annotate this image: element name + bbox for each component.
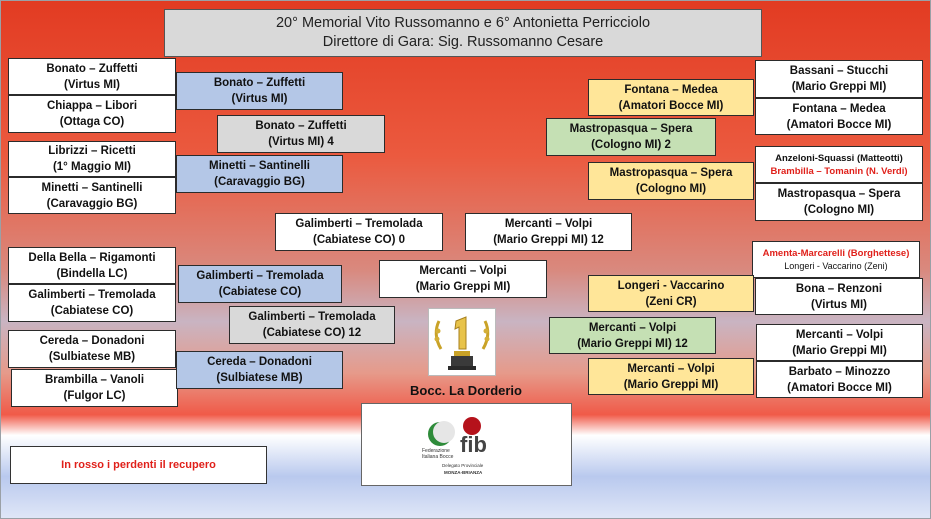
match-box-l8: Brambilla – Vanoli(Fulgor LC) <box>11 369 178 407</box>
match-box-lg2: Galimberti – Tremolada(Cabiatese CO) 12 <box>229 306 395 344</box>
match-box-r1: Bassani – Stucchi(Mario Greppi MI) <box>755 60 923 98</box>
match-box-l3: Librizzi – Ricetti(1° Maggio MI) <box>8 141 176 177</box>
match-box-ry4: Mercanti – Volpi(Mario Greppi MI) <box>588 358 754 395</box>
match-box-l4: Minetti – Santinelli(Caravaggio BG) <box>8 177 176 214</box>
match-box-lb4: Cereda – Donadoni(Sulbiatese MB) <box>176 351 343 389</box>
match-box-lb2: Minetti – Santinelli(Caravaggio BG) <box>176 155 343 193</box>
match-box-r8: Barbato – Minozzo(Amatori Bocce MI) <box>756 361 923 398</box>
match-box-l5: Della Bella – Rigamonti(Bindella LC) <box>8 247 176 284</box>
fib-org-line-2: Italiana Bocce <box>422 454 454 460</box>
title-line-1: 20° Memorial Vito Russomanno e 6° Antoni… <box>275 15 651 31</box>
match-box-r2: Fontana – Medea(Amatori Bocce MI) <box>755 98 923 135</box>
match-box-final-right: Mercanti – Volpi(Mario Greppi MI) 12 <box>465 213 632 251</box>
fib-sub-line-1: Delegato Provinciale <box>442 463 484 468</box>
fib-org-line-1: Federazione <box>422 448 450 454</box>
fib-brand-text: fib <box>460 432 487 457</box>
fib-sub-line-2: MONZA-BRIANZA <box>444 470 483 475</box>
match-box-rg2: Mercanti – Volpi(Mario Greppi MI) 12 <box>549 317 716 354</box>
match-box-l2: Chiappa – Libori(Ottaga CO) <box>8 95 176 133</box>
match-box-ry2: Mastropasqua – Spera(Cologno MI) <box>588 162 754 200</box>
match-box-final-left: Galimberti – Tremolada(Cabiatese CO) 0 <box>275 213 443 251</box>
legend-note: In rosso i perdenti il recupero <box>10 446 267 484</box>
match-box-l7: Cereda – Donadoni(Sulbiatese MB) <box>8 330 176 368</box>
title-line-2: Direttore di Gara: Sig. Russomanno Cesar… <box>322 34 604 50</box>
match-box-r7: Mercanti – Volpi(Mario Greppi MI) <box>756 324 923 361</box>
match-box-ry1: Fontana – Medea(Amatori Bocce MI) <box>588 79 754 116</box>
trophy-icon <box>428 308 496 376</box>
match-box-l1: Bonato – Zuffetti(Virtus MI) <box>8 58 176 95</box>
match-box-ry3: Longeri - Vaccarino(Zeni CR) <box>588 275 754 312</box>
match-box-rg1: Mastropasqua – Spera(Cologno MI) 2 <box>546 118 716 156</box>
match-box-winner: Mercanti – Volpi(Mario Greppi MI) <box>379 260 547 298</box>
match-box-r4: Mastropasqua – Spera(Cologno MI) <box>755 183 923 221</box>
match-box-lb1: Bonato – Zuffetti(Virtus MI) <box>176 72 343 110</box>
fib-logo: fib Federazione Italiana Bocce Delegato … <box>361 403 572 486</box>
match-box-lg1: Bonato – Zuffetti(Virtus MI) 4 <box>217 115 385 153</box>
match-box-lb3: Galimberti – Tremolada(Cabiatese CO) <box>178 265 342 303</box>
match-box-r5: Amenta-Marcarelli (Borghettese)Longeri -… <box>752 241 920 278</box>
venue-label: Bocc. La Dorderio <box>410 383 522 398</box>
match-box-l6: Galimberti – Tremolada(Cabiatese CO) <box>8 284 176 322</box>
match-box-r6: Bona – Renzoni(Virtus MI) <box>755 278 923 315</box>
match-box-r3: Anzeloni-Squassi (Matteotti)Brambilla – … <box>755 146 923 183</box>
page-title: 20° Memorial Vito Russomanno e 6° Antoni… <box>164 9 762 57</box>
